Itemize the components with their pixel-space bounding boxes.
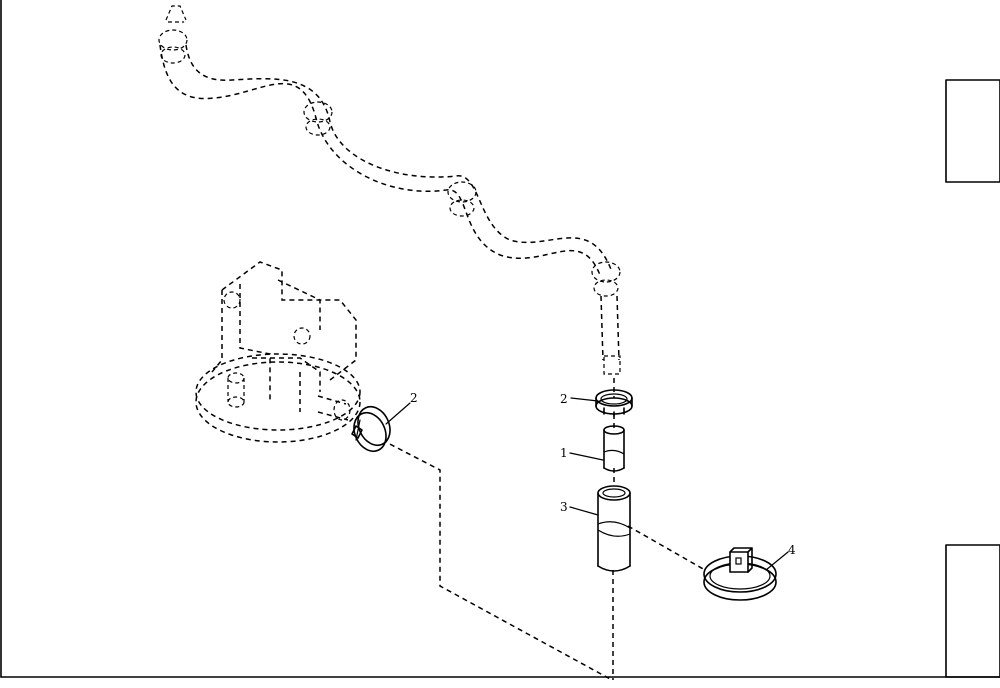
callout-label: 4 [788, 543, 796, 557]
clamp-right [595, 389, 633, 417]
hose-fitting-3 [447, 181, 477, 217]
callout-label: 2 [410, 391, 418, 405]
callout-2-right: 2 [560, 392, 599, 406]
hose-fitting-4 [591, 261, 621, 297]
sleeve [603, 425, 625, 472]
hose-fitting-2 [303, 101, 333, 136]
callout-2-left: 2 [385, 391, 418, 425]
clip-ring [703, 547, 777, 601]
callout-label: 2 [560, 392, 568, 406]
tube [597, 485, 631, 572]
center-lines [381, 378, 706, 681]
hose-fitting-1 [158, 29, 188, 64]
callout-label: 3 [560, 500, 568, 514]
callout-3: 3 [560, 500, 599, 516]
clamp-left [351, 405, 391, 453]
callout-label: 1 [560, 446, 568, 460]
callout-4: 4 [765, 543, 796, 571]
callout-1: 1 [560, 446, 604, 461]
phantom-mount-block [195, 261, 361, 443]
phantom-hose [158, 5, 621, 375]
